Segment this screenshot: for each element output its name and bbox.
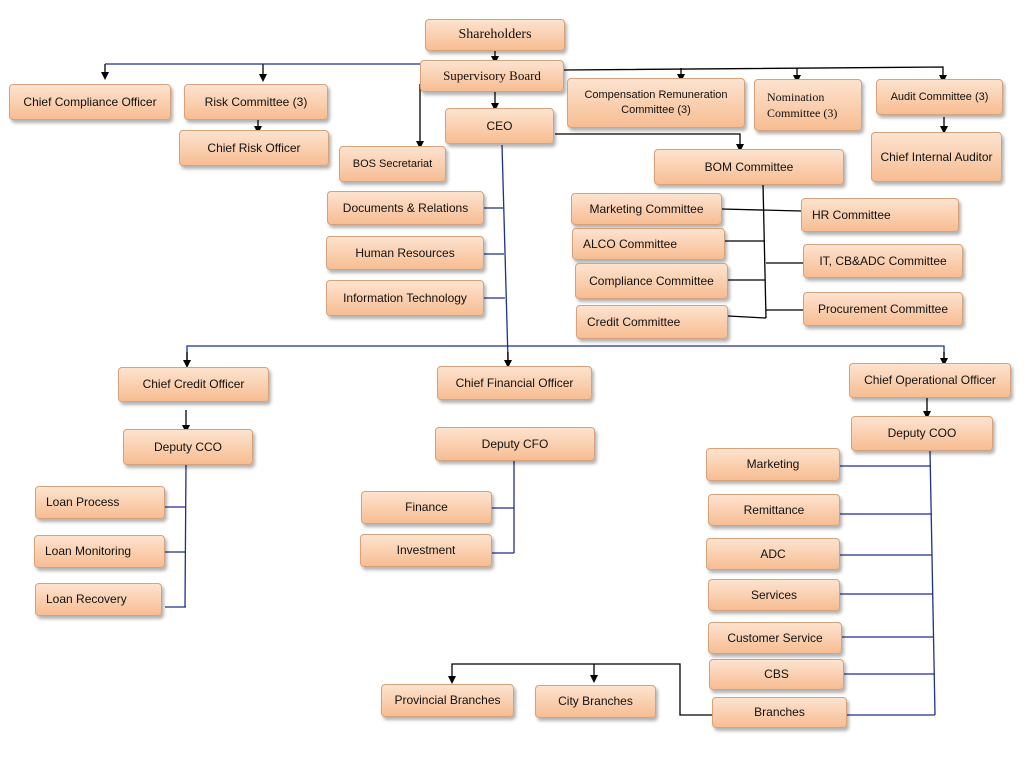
bos-secretariat-label: BOS Secretariat: [352, 157, 433, 170]
nomination-committee-label: Nomination Committee (3): [767, 89, 838, 120]
chief-operational-officer-box: Chief Operational Officer: [849, 363, 1011, 398]
compensation-committee-box: Compensation Remuneration Committee (3): [567, 78, 745, 128]
marketing-committee-label: Marketing Committee: [589, 201, 704, 216]
chief-operational-officer-label: Chief Operational Officer: [864, 373, 996, 388]
chief-compliance-officer-label: Chief Compliance Officer: [23, 94, 157, 109]
alco-committee-label: ALCO Committee: [583, 236, 678, 251]
loan-monitoring-box: Loan Monitoring: [34, 535, 165, 568]
supervisory-board-box: Supervisory Board: [420, 60, 564, 92]
cbs-box: CBS: [709, 659, 844, 690]
deputy-cco-label: Deputy CCO: [153, 439, 223, 454]
finance-box: Finance: [361, 491, 492, 524]
nomination-committee-box: Nomination Committee (3): [754, 79, 862, 131]
deputy-cco-box: Deputy CCO: [123, 429, 253, 465]
shareholders-label: Shareholders: [458, 26, 532, 42]
shareholders-box: Shareholders: [425, 19, 565, 51]
services-box: Services: [708, 579, 840, 611]
procurement-committee-box: Procurement Committee: [803, 292, 963, 326]
loan-process-box: Loan Process: [35, 486, 165, 519]
compliance-committee-box: Compliance Committee: [575, 263, 728, 299]
remittance-box: Remittance: [708, 494, 840, 526]
audit-committee-label: Audit Committee (3): [890, 90, 989, 103]
risk-committee-label: Risk Committee (3): [204, 94, 308, 109]
deputy-cfo-box: Deputy CFO: [435, 427, 595, 461]
adc-box: ADC: [706, 538, 840, 570]
bos-secretariat-box: BOS Secretariat: [339, 146, 446, 182]
provincial-branches-label: Provincial Branches: [394, 693, 501, 708]
chief-credit-officer-label: Chief Credit Officer: [142, 377, 245, 392]
documents-relations-label: Documents & Relations: [342, 200, 469, 215]
chief-risk-officer-label: Chief Risk Officer: [207, 140, 301, 155]
information-technology-label: Information Technology: [343, 290, 467, 305]
marketing-label: Marketing: [746, 457, 800, 472]
chief-financial-officer-box: Chief Financial Officer: [437, 366, 592, 400]
audit-committee-box: Audit Committee (3): [876, 79, 1003, 115]
compliance-committee-label: Compliance Committee: [589, 273, 714, 288]
branches-label: Branches: [754, 705, 805, 720]
loan-process-label: Loan Process: [46, 495, 120, 510]
chief-financial-officer-label: Chief Financial Officer: [455, 375, 574, 390]
alco-committee-box: ALCO Committee: [572, 228, 725, 260]
cbs-label: CBS: [764, 667, 789, 682]
customer-service-label: Customer Service: [727, 630, 823, 645]
credit-committee-label: Credit Committee: [587, 314, 681, 329]
deputy-cfo-label: Deputy CFO: [481, 436, 549, 451]
supervisory-board-label: Supervisory Board: [443, 68, 541, 84]
loan-recovery-label: Loan Recovery: [46, 592, 127, 607]
procurement-committee-label: Procurement Committee: [817, 301, 949, 316]
loan-monitoring-label: Loan Monitoring: [45, 544, 132, 559]
hr-committee-label: HR Committee: [812, 207, 891, 222]
services-label: Services: [750, 587, 797, 602]
it-cb-adc-committee-label: IT, CB&ADC Committee: [819, 253, 947, 268]
provincial-branches-box: Provincial Branches: [381, 684, 514, 717]
marketing-box: Marketing: [706, 448, 840, 481]
chief-risk-officer-box: Chief Risk Officer: [179, 130, 329, 166]
information-technology-box: Information Technology: [326, 280, 484, 316]
adc-label: ADC: [760, 546, 786, 561]
chief-internal-auditor-box: Chief Internal Auditor: [871, 132, 1002, 182]
compensation-committee-label: Compensation Remuneration Committee (3): [584, 89, 728, 116]
city-branches-box: City Branches: [535, 685, 656, 718]
finance-label: Finance: [405, 500, 448, 515]
bom-committee-label: BOM Committee: [704, 159, 794, 174]
deputy-coo-box: Deputy COO: [851, 416, 993, 451]
human-resources-box: Human Resources: [326, 236, 484, 270]
chief-credit-officer-box: Chief Credit Officer: [118, 367, 269, 402]
branches-box: Branches: [712, 697, 847, 728]
bom-committee-box: BOM Committee: [654, 149, 844, 185]
risk-committee-box: Risk Committee (3): [184, 84, 328, 120]
it-cb-adc-committee-box: IT, CB&ADC Committee: [803, 244, 963, 278]
ceo-label: CEO: [486, 118, 513, 133]
human-resources-label: Human Resources: [355, 245, 455, 260]
ceo-box: CEO: [445, 108, 554, 144]
deputy-coo-label: Deputy COO: [887, 426, 957, 441]
credit-committee-box: Credit Committee: [576, 305, 728, 339]
customer-service-box: Customer Service: [708, 622, 842, 654]
chief-internal-auditor-label: Chief Internal Auditor: [880, 149, 993, 164]
chief-compliance-officer-box: Chief Compliance Officer: [9, 84, 171, 120]
city-branches-label: City Branches: [558, 694, 633, 709]
investment-box: Investment: [360, 534, 492, 567]
investment-label: Investment: [396, 543, 456, 558]
arrow-connectors: [101, 51, 948, 716]
hr-committee-box: HR Committee: [801, 198, 959, 232]
loan-recovery-box: Loan Recovery: [35, 583, 162, 616]
documents-relations-box: Documents & Relations: [327, 191, 484, 225]
remittance-label: Remittance: [743, 502, 805, 517]
marketing-committee-box: Marketing Committee: [571, 193, 722, 225]
